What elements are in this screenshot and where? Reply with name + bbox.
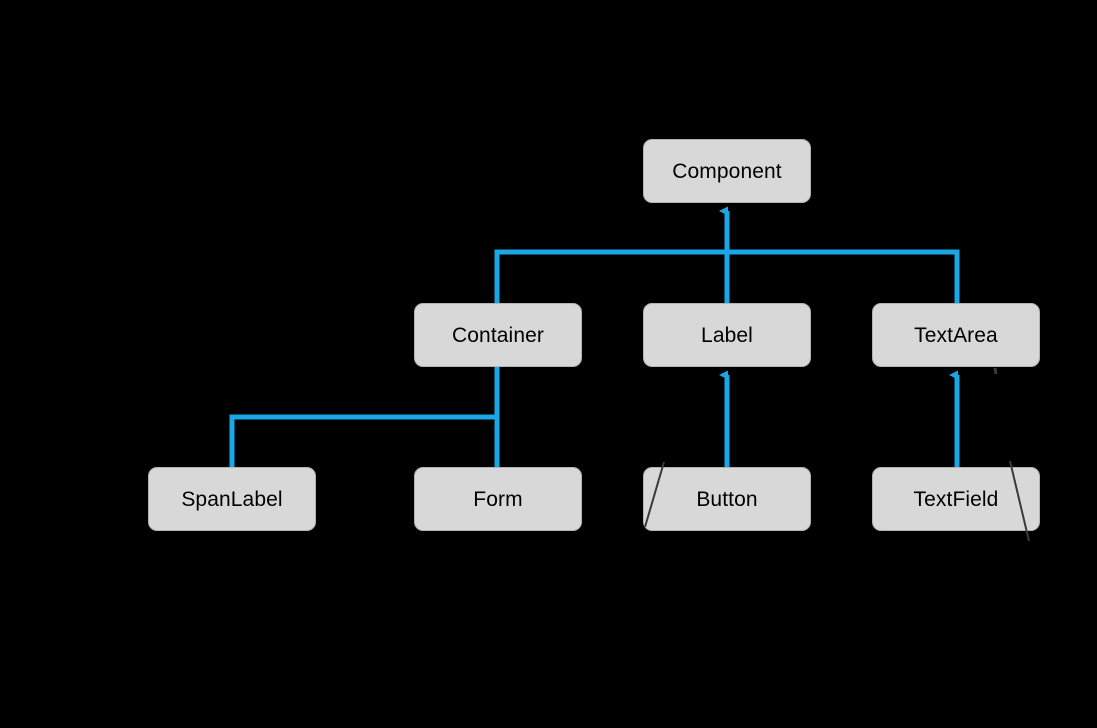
node-button[interactable]: Button [643,467,811,531]
node-label-label: Label [701,323,753,347]
node-container-label: Container [452,323,544,347]
node-container[interactable]: Container [414,303,582,367]
node-textfield[interactable]: TextField [872,467,1040,531]
edge-group-component-children [494,206,960,303]
node-textarea-label: TextArea [914,323,998,347]
node-textfield-label: TextField [913,487,999,511]
node-spanlabel-label: SpanLabel [181,487,283,511]
node-button-label: Button [696,487,758,511]
node-form-label: Form [473,487,523,511]
node-component[interactable]: Component [643,139,811,203]
node-form[interactable]: Form [414,467,582,531]
edge-group-container-children [229,367,500,467]
node-label[interactable]: Label [643,303,811,367]
node-textarea[interactable]: TextArea [872,303,1040,367]
node-component-label: Component [672,159,782,183]
node-spanlabel[interactable]: SpanLabel [148,467,316,531]
